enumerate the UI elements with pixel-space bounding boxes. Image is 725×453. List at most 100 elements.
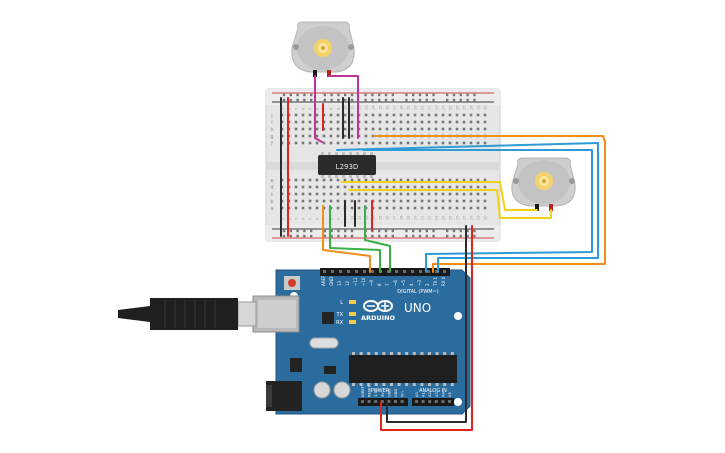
column-number: 11 bbox=[351, 106, 355, 110]
digital-pin-label: ~11 bbox=[353, 277, 358, 286]
digital-pin-label: 8 bbox=[377, 283, 382, 286]
motor-shaft-gear-icon bbox=[314, 39, 332, 57]
column-number: 8 bbox=[330, 108, 334, 110]
column-number: 25 bbox=[449, 216, 453, 220]
wire-red-5v[interactable] bbox=[380, 225, 473, 431]
atmega-chip bbox=[349, 355, 457, 383]
dc-motor-right[interactable] bbox=[511, 157, 576, 211]
column-number: 18 bbox=[400, 216, 404, 220]
column-number: 7 bbox=[323, 108, 327, 110]
row-label: d bbox=[270, 185, 273, 191]
column-number: 12 bbox=[358, 106, 362, 110]
column-number: 30 bbox=[484, 106, 488, 110]
column-number: 21 bbox=[421, 106, 425, 110]
column-number: 18 bbox=[400, 106, 404, 110]
column-number: 25 bbox=[449, 106, 453, 110]
column-number: 15 bbox=[379, 106, 383, 110]
column-number: 24 bbox=[442, 215, 446, 220]
arduino-logo-icon bbox=[363, 300, 393, 312]
wire-orange-top[interactable] bbox=[373, 135, 606, 273]
column-number: 20 bbox=[414, 216, 418, 220]
analog-header-label: ANALOG IN bbox=[419, 388, 447, 394]
digital-pin-label: ~5 bbox=[401, 280, 406, 286]
column-number: 7 bbox=[323, 218, 327, 220]
power-pin-label: 5V bbox=[381, 392, 385, 397]
wire-green-1[interactable] bbox=[329, 205, 381, 273]
led-label: RX bbox=[336, 320, 343, 326]
chip-label: L293D bbox=[336, 163, 359, 171]
column-number: 11 bbox=[351, 216, 355, 220]
column-number: 15 bbox=[379, 216, 383, 220]
column-number: 10 bbox=[344, 106, 348, 110]
column-number: 27 bbox=[463, 106, 467, 110]
digital-pin-label: ~6 bbox=[393, 280, 398, 286]
column-number: 24 bbox=[442, 105, 446, 110]
column-number: 30 bbox=[484, 216, 488, 220]
column-number: 5 bbox=[309, 108, 313, 110]
digital-pin-label: ~9 bbox=[369, 280, 374, 286]
wire-orange-bottom[interactable] bbox=[322, 205, 371, 273]
column-number: 2 bbox=[288, 218, 292, 220]
column-number: 2 bbox=[288, 108, 292, 110]
digital-pin-label: 12 bbox=[345, 280, 350, 286]
column-number: 13 bbox=[365, 216, 369, 220]
column-number: 6 bbox=[316, 108, 320, 110]
analog-pin-label: A4 bbox=[441, 392, 445, 397]
column-number: 3 bbox=[295, 108, 299, 110]
digital-pin-label: ~3 bbox=[417, 280, 422, 286]
wire-magenta-1[interactable] bbox=[314, 75, 323, 143]
column-number: 29 bbox=[477, 106, 481, 110]
digital-header[interactable] bbox=[320, 268, 450, 276]
digital-pin-label: 7 bbox=[385, 283, 390, 286]
column-number: 17 bbox=[393, 106, 397, 110]
row-label: f bbox=[271, 141, 273, 147]
column-number: 19 bbox=[407, 216, 411, 220]
led-label: TX bbox=[336, 312, 344, 318]
analog-header[interactable] bbox=[412, 398, 454, 406]
column-number: 20 bbox=[414, 106, 418, 110]
power-header-label: POWER bbox=[371, 388, 390, 394]
column-number: 13 bbox=[365, 106, 369, 110]
digital-pin-label: AREF bbox=[321, 275, 326, 286]
analog-pin-label: A3 bbox=[435, 392, 439, 397]
column-number: 26 bbox=[456, 106, 460, 110]
wire-yellow-2[interactable] bbox=[348, 189, 552, 219]
power-pin-label: GND bbox=[394, 389, 398, 397]
column-number: 21 bbox=[421, 216, 425, 220]
analog-pin-label: A2 bbox=[428, 392, 432, 397]
column-number: 9 bbox=[337, 108, 341, 110]
digital-pin-label: ~10 bbox=[361, 277, 366, 286]
column-number: 14 bbox=[372, 215, 376, 220]
column-number: 14 bbox=[372, 105, 376, 110]
wire-magenta-2[interactable] bbox=[328, 75, 359, 139]
power-pin-label: RESET bbox=[368, 385, 372, 397]
column-number: 26 bbox=[456, 216, 460, 220]
l293d-chip[interactable]: L293D bbox=[318, 152, 376, 178]
digital-pin-label: 2 bbox=[425, 283, 430, 286]
led-label: L bbox=[340, 300, 343, 306]
digital-pin-label: GND bbox=[329, 277, 334, 286]
power-pin-label: 3.3V bbox=[374, 388, 378, 397]
wire-blue-1[interactable] bbox=[336, 142, 599, 273]
motor-shaft-gear-icon bbox=[535, 172, 553, 190]
row-label: g bbox=[270, 134, 273, 140]
wire-blue-2[interactable] bbox=[362, 149, 593, 273]
power-pin-label: Vin bbox=[401, 391, 405, 397]
power-pin-label: IOREF bbox=[361, 386, 365, 397]
dc-motor-top[interactable] bbox=[291, 21, 355, 77]
digital-pin-label: 4 bbox=[409, 283, 414, 286]
column-number: 23 bbox=[435, 106, 439, 110]
arduino-brand-label: ARDUINO bbox=[361, 314, 396, 322]
wire-yellow-1[interactable] bbox=[341, 181, 538, 211]
column-number: 8 bbox=[330, 218, 334, 220]
wire-green-2[interactable] bbox=[364, 205, 391, 273]
usb-cable[interactable] bbox=[118, 298, 257, 330]
analog-pin-label: A0 bbox=[415, 392, 419, 397]
wire-black-gnd[interactable] bbox=[386, 225, 467, 423]
